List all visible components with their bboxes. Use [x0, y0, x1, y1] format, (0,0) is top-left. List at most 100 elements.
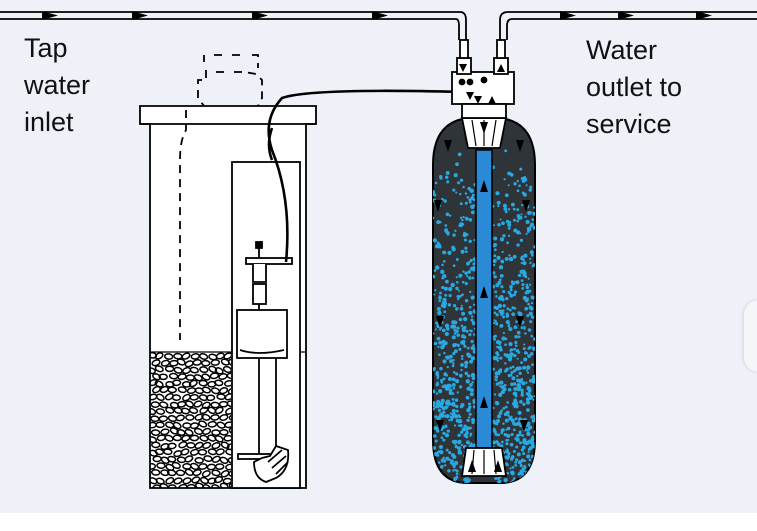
salt-pellet-icon [186, 483, 196, 488]
salt-pellet-icon [160, 469, 170, 477]
salt-pellet-icon [172, 421, 182, 430]
salt-pellet-icon [198, 420, 208, 428]
salt-pellet-icon [166, 469, 177, 477]
salt-pellet-icon [167, 386, 177, 394]
salt-pellet-icon [175, 469, 186, 477]
salt-pellet-icon [201, 470, 211, 478]
scroll-handle[interactable] [744, 300, 757, 372]
salt-pellet-icon [214, 463, 225, 470]
salt-pellet-icon [199, 366, 209, 374]
salt-pellet-icon [207, 420, 218, 428]
salt-pellet-icon [211, 442, 221, 450]
salt-pellet-icon [150, 367, 156, 375]
salt-pellet-icon [193, 400, 203, 408]
salt-pellet-icon [159, 483, 169, 488]
tap-water-inlet-label: Tap water inlet [24, 33, 91, 137]
salt-pellet-icon [214, 435, 224, 443]
flow-arrow-icon [434, 200, 442, 212]
salt-pellet-icon [171, 379, 182, 387]
salt-pellet-icon [189, 422, 200, 430]
salt-pellet-icon [198, 379, 208, 387]
salt-pellet-icon [205, 394, 216, 402]
salt-pellet-icon [150, 352, 158, 359]
salt-pellet-icon [167, 442, 177, 450]
salt-pellet-icon [182, 477, 192, 485]
flow-arrow-icon [468, 460, 476, 472]
salt-pellet-icon [192, 469, 202, 477]
salt-pellet-icon [227, 457, 231, 464]
tank-flow-arrows [434, 122, 530, 472]
salt-pellet-icon [200, 359, 211, 367]
outlet-pipe [499, 11, 757, 40]
salt-pellet-icon [150, 463, 157, 470]
salt-pellet-icon [175, 414, 185, 422]
salt-pellet-icon [155, 477, 165, 485]
salt-pellet-icon [185, 414, 195, 421]
salt-pellet-icon [198, 352, 209, 361]
brine-line-tube [267, 89, 463, 263]
salt-pellet-icon [198, 463, 208, 470]
salt-pellet-icon [214, 406, 224, 415]
salt-pellet-icon [225, 407, 231, 415]
resin-tank [432, 117, 536, 484]
flow-arrow-icon [560, 11, 576, 20]
salt-pellet-icon [164, 365, 175, 373]
salt-pellet-icon [222, 477, 231, 485]
salt-pellet-icon [210, 359, 221, 366]
valve-port-arrows [459, 64, 505, 104]
salt-pellet-icon [154, 352, 164, 360]
salt-pellet-icon [150, 469, 161, 476]
salt-pellet-icon [171, 461, 181, 469]
flow-arrow-icon [494, 460, 502, 472]
salt-pellet-icon [155, 421, 165, 429]
salt-pellet-icon [207, 477, 217, 485]
salt-pellet-icon [152, 385, 161, 394]
salt-pellet-icon [220, 441, 230, 449]
page-bottom-strip [0, 513, 757, 531]
salt-pellet-icon [154, 365, 164, 373]
salt-pellet-icon [180, 448, 190, 456]
salt-pellet-icon [188, 407, 199, 414]
salt-pellet-icon [189, 434, 200, 442]
brine-overflow-dashed [179, 54, 263, 340]
flow-arrow-icon [252, 11, 268, 20]
salt-pellet-icon [181, 434, 191, 442]
salt-pellet-icon [219, 428, 229, 436]
salt-pellet-icon [156, 462, 166, 469]
salt-pellet-icon [163, 353, 174, 360]
salt-pellet-icon [166, 455, 177, 463]
flow-arrow-icon [516, 140, 524, 152]
salt-pellet-icon [177, 373, 187, 381]
salt-pellet-icon [191, 476, 201, 484]
salt-pellet-icon [227, 358, 231, 367]
flow-arrow-icon [436, 316, 444, 328]
salt-pellet-icon [202, 427, 212, 435]
salt-pellet-icon [219, 456, 229, 465]
salt-pellet-icon [209, 372, 220, 380]
salt-pellet-icon [199, 406, 209, 415]
salt-pellet-icon [188, 379, 198, 388]
flow-arrow-icon [132, 11, 148, 20]
flow-arrow-icon [480, 396, 488, 408]
salt-pellet-icon [151, 441, 161, 449]
salt-pellet-icon [150, 407, 157, 416]
flow-arrow-icon [480, 180, 488, 192]
flow-arrow-icon [444, 140, 452, 152]
salt-pellet-icon [173, 477, 183, 485]
flow-arrow-icon [618, 11, 634, 20]
salt-pellet-icon [228, 414, 231, 422]
salt-pellet-icon [194, 457, 204, 464]
salt-pellet-icon [202, 441, 212, 450]
flow-arrow-icon [696, 11, 712, 20]
salt-pellet-icon [213, 379, 224, 387]
salt-pellet-icon [194, 441, 204, 450]
salt-pellet-icon [165, 406, 175, 414]
salt-pellet-icon [226, 400, 231, 408]
salt-pellet-icon [159, 401, 169, 409]
salt-pellet-icon [201, 373, 211, 381]
pipe-flow-arrows [42, 11, 712, 20]
salt-pellet-icon [167, 484, 177, 488]
salt-pellet-icon [225, 463, 231, 471]
